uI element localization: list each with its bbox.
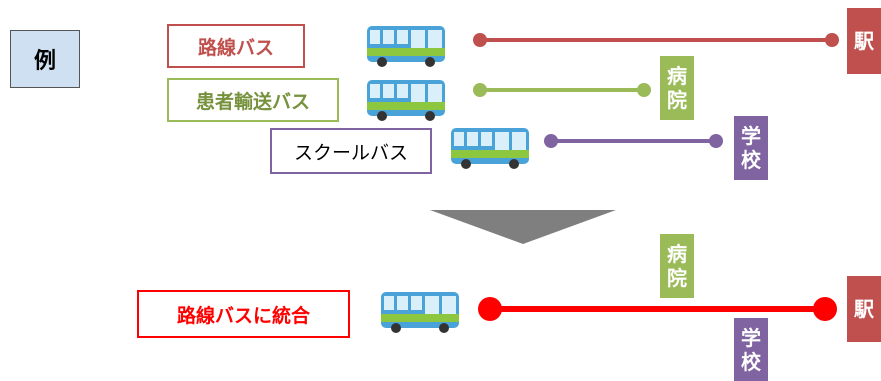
route-line-rosen bbox=[480, 38, 832, 42]
route-start-dot bbox=[544, 134, 558, 148]
merged-station-tag: 駅 bbox=[847, 276, 881, 342]
bus-icon bbox=[380, 286, 460, 334]
route-line-school bbox=[551, 139, 716, 143]
route-label-school: スクールバス bbox=[270, 128, 432, 174]
merged-route-label: 路線バスに統合 bbox=[137, 290, 350, 338]
example-label: 例 bbox=[10, 30, 80, 88]
station-tag: 駅 bbox=[847, 8, 881, 74]
merged-station-text: 駅 bbox=[854, 297, 874, 321]
bus-icon bbox=[366, 20, 446, 68]
bus-icon bbox=[366, 74, 446, 122]
school-tag-char-1: 学 bbox=[741, 124, 761, 148]
merged-school-tag: 学 校 bbox=[734, 318, 768, 381]
merged-hospital-tag: 病 院 bbox=[660, 234, 694, 298]
route-label-rosen: 路線バス bbox=[167, 24, 305, 68]
route-end-dot bbox=[825, 33, 839, 47]
hospital-tag-char-2: 院 bbox=[667, 88, 687, 112]
route-start-dot bbox=[473, 33, 487, 47]
school-tag: 学 校 bbox=[734, 116, 768, 180]
route-label-patient: 患者輸送バス bbox=[167, 78, 339, 122]
hospital-tag: 病 院 bbox=[660, 56, 694, 120]
merged-school-char-1: 学 bbox=[741, 325, 761, 350]
merged-hospital-char-2: 院 bbox=[667, 266, 687, 290]
route-start-dot bbox=[473, 83, 487, 97]
merged-school-char-2: 校 bbox=[741, 349, 761, 374]
route-end-dot bbox=[709, 134, 723, 148]
merged-route-line bbox=[490, 306, 825, 312]
merged-end-dot bbox=[813, 297, 837, 321]
down-arrow-icon bbox=[430, 210, 616, 244]
station-tag-text: 駅 bbox=[854, 29, 874, 53]
bus-icon bbox=[450, 122, 530, 170]
merged-start-dot bbox=[478, 297, 502, 321]
school-tag-char-2: 校 bbox=[741, 148, 761, 172]
merged-hospital-char-1: 病 bbox=[667, 242, 687, 266]
route-end-dot bbox=[637, 83, 651, 97]
hospital-tag-char-1: 病 bbox=[667, 64, 687, 88]
route-line-patient bbox=[480, 88, 644, 92]
